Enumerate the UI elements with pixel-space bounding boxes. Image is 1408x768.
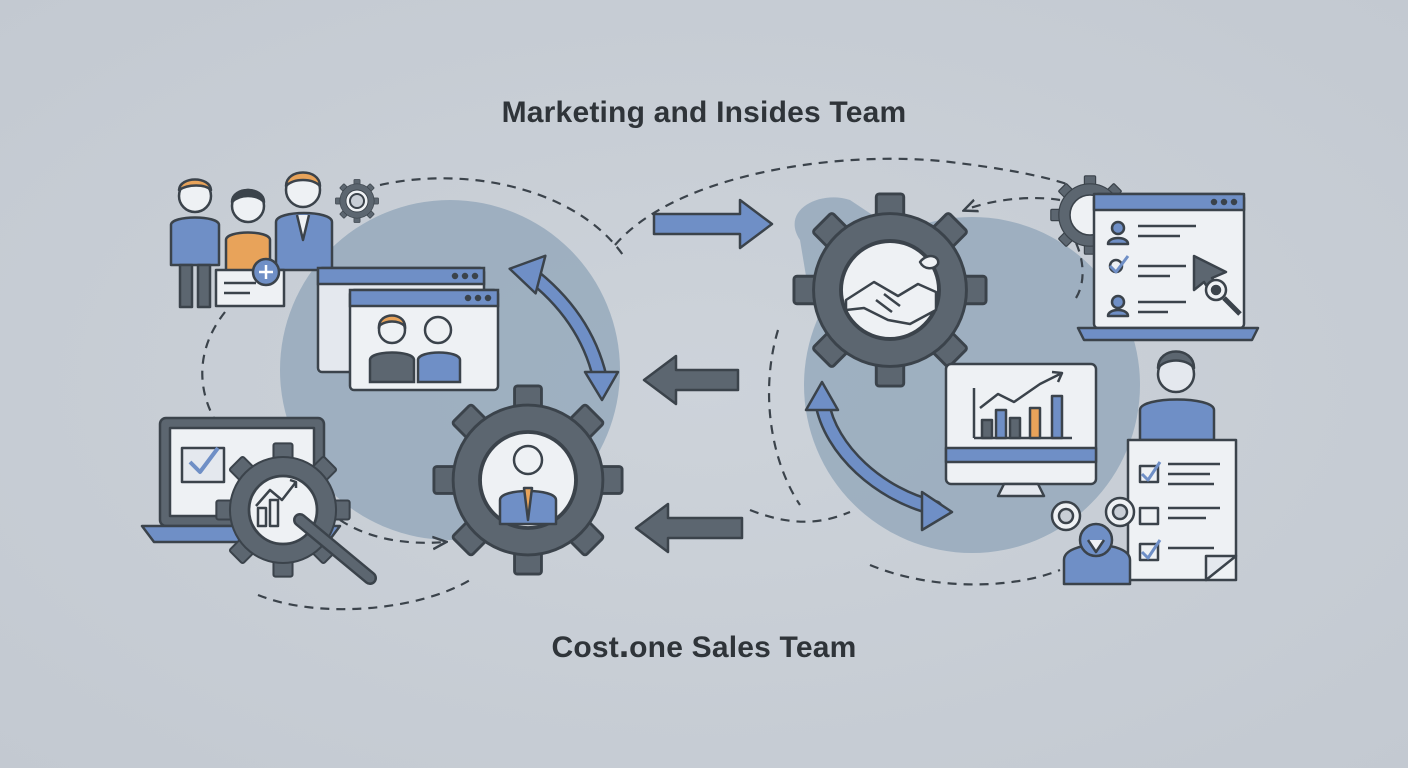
right-cycle-arrow <box>804 380 954 532</box>
arrow-left-middle <box>642 354 740 406</box>
handshake-gear-icon <box>792 191 989 389</box>
arrow-left-bottom <box>634 502 744 554</box>
team-icon <box>169 171 334 309</box>
arrow-right-top <box>652 198 774 250</box>
support-agent-icon <box>1050 496 1136 586</box>
left-dashed-loop <box>201 177 626 611</box>
checklist-document-icon <box>1126 438 1238 582</box>
bottom-title: Cost․one Sales Team <box>551 631 857 664</box>
salesperson-icon <box>1138 350 1216 442</box>
chart-monitor-icon <box>944 362 1098 498</box>
video-call-window-icon <box>316 266 500 392</box>
top-title: Marketing and Insides Team <box>501 96 907 129</box>
crm-laptop-icon <box>1076 192 1260 342</box>
left-cycle-arrow <box>508 254 620 402</box>
person-gear-icon <box>431 383 625 577</box>
right-dashed-loop <box>614 157 1084 586</box>
analytics-gear-icon <box>215 441 377 585</box>
